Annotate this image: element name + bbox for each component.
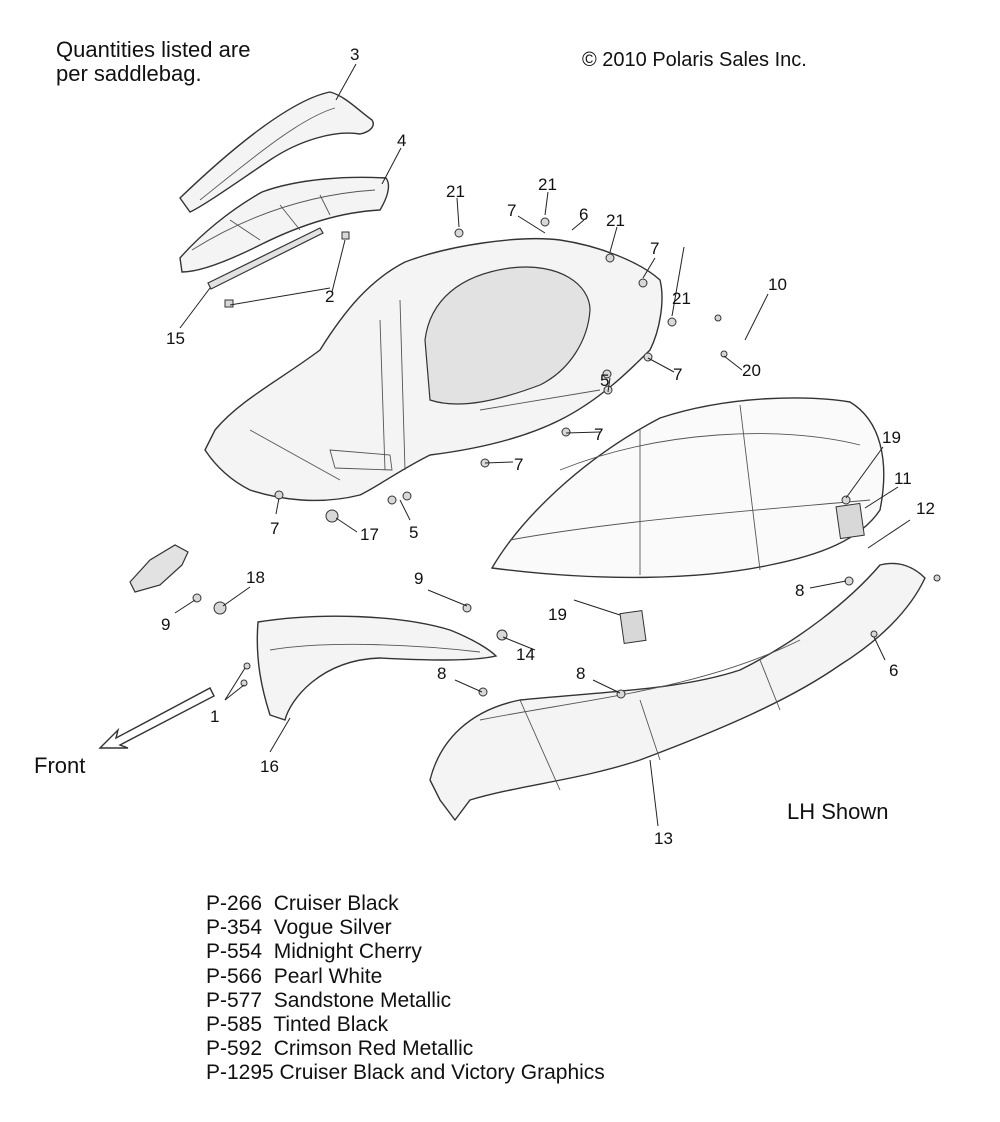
callout-4: 4 [397,131,406,150]
hardware-fasteners [192,217,941,699]
callout-19-a: 19 [882,428,901,447]
color-code-item: P-554 Midnight Cherry [206,940,422,964]
callout-16: 16 [260,757,279,776]
callout-8-a: 8 [795,581,804,600]
callout-21-d: 21 [672,289,691,308]
quantities-note-line2: per saddlebag. [56,61,202,86]
callout-9-b: 9 [414,569,423,588]
color-code-item: P-592 Crimson Red Metallic [206,1037,474,1061]
part-12-plate-right [835,502,865,540]
part-2-clip-upper [341,231,350,240]
callout-2: 2 [325,287,334,306]
callout-7-b: 7 [650,239,659,258]
callout-11: 11 [894,469,912,488]
callout-7-a: 7 [507,201,516,220]
color-code-item: P-566 Pearl White [206,964,383,988]
part-2-clip-lower [224,299,234,308]
callout-19-b: 19 [548,605,567,624]
callout-13: 13 [654,829,673,848]
callout-15: 15 [166,329,185,348]
part-13-lower-panel [429,562,926,822]
callout-21-c: 21 [606,211,625,230]
paint-color-code-list: P-266 Cruiser Black P-354 Vogue Silver P… [206,892,605,1086]
side-shown-label: LH Shown [787,799,889,824]
color-code-item: P-1295 Cruiser Black and Victory Graphic… [206,1061,605,1085]
callout-7-d: 7 [594,425,603,444]
part-12-plate-center [619,610,647,644]
callout-8-c: 8 [576,664,585,683]
saddlebag-lid [490,397,885,579]
callout-6-a: 6 [579,205,588,224]
callout-21-b: 21 [538,175,557,194]
front-direction-label: Front [34,753,86,778]
copyright-notice: © 2010 Polaris Sales Inc. [582,49,807,71]
callout-17: 17 [360,525,379,544]
callout-3: 3 [350,45,359,64]
part-16-front-lower-cover [256,615,498,721]
color-code-item: P-354 Vogue Silver [206,916,392,940]
callout-9-a: 9 [161,615,170,634]
color-code-item: P-585 Tinted Black [206,1013,389,1037]
callout-10: 10 [768,275,787,294]
callout-7-f: 7 [270,519,279,538]
callout-7-c: 7 [673,365,682,384]
callout-5-b: 5 [409,523,418,542]
callout-1: 1 [210,707,219,726]
callout-20: 20 [742,361,761,380]
callout-numbers: 3 4 21 21 7 6 21 7 21 10 2 15 20 7 5 7 7… [161,45,935,848]
callout-7-e: 7 [514,455,523,474]
callout-21-a: 21 [446,182,465,201]
callout-leader-lines [174,63,911,827]
front-arrow-icon [98,687,215,749]
color-code-item: P-577 Sandstone Metallic [206,988,452,1012]
mounting-bracket [129,544,189,593]
callout-18: 18 [246,568,265,587]
callout-8-b: 8 [437,664,446,683]
callout-12: 12 [916,499,935,518]
part-3-lid-upper-trim [179,91,374,213]
color-code-item: P-266 Cruiser Black [206,892,399,915]
callout-6-b: 6 [889,661,898,680]
callout-14: 14 [516,645,535,664]
part-4-lid-lower-trim [179,176,390,273]
callout-5-a: 5 [600,371,609,390]
saddlebag-housing [204,238,663,502]
part-15-trim-strip [207,227,324,290]
quantities-note-line1: Quantities listed are [56,37,251,62]
